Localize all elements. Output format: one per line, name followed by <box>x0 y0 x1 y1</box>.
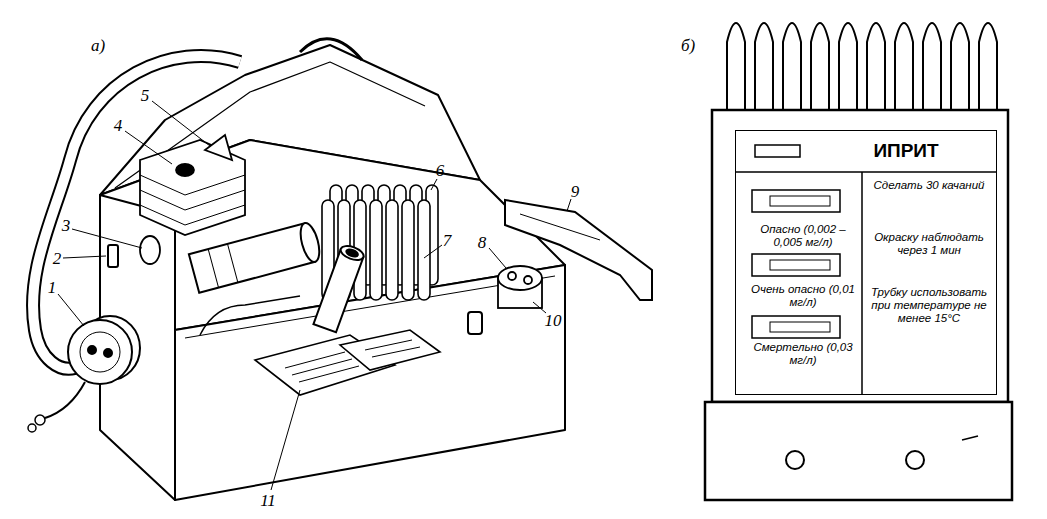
kit-box <box>100 39 565 500</box>
callout-number: 4 <box>114 117 123 134</box>
instructions-sheets <box>255 330 440 395</box>
tube-pack <box>705 23 1012 500</box>
callout-number: 8 <box>478 234 487 251</box>
pump <box>189 221 323 293</box>
callout-number: 6 <box>436 162 445 179</box>
hinge <box>108 245 118 267</box>
leader-line <box>58 101 571 490</box>
callout-number: 1 <box>48 279 57 296</box>
lid-handle <box>300 39 362 60</box>
info-card: ИПРИТ Опасно (0,002 – 0,005 мг/л) Очень оп… <box>735 130 997 395</box>
strap <box>28 56 240 432</box>
box-front <box>175 265 565 500</box>
callout-number: 7 <box>443 232 452 249</box>
instruction-note: Сделать 30 качаний <box>868 179 990 192</box>
callout-number: 9 <box>571 183 580 200</box>
partition <box>200 296 300 335</box>
callout-number: 5 <box>141 87 150 104</box>
panel-letter: а) <box>91 37 105 54</box>
callout-number: 3 <box>62 217 71 234</box>
latch <box>468 312 482 334</box>
drum <box>68 316 140 384</box>
agent-title: ИПРИТ <box>831 141 981 162</box>
heater-cylinder <box>498 266 542 308</box>
panel-letter: б) <box>681 37 695 54</box>
danger-level: Опасно (0,002 – 0,005 мг/л) <box>748 223 858 249</box>
instruction-note: Окраску наблюдать через 1 мин <box>868 231 990 257</box>
danger-level: Очень опасно (0,01 мг/л) <box>748 283 858 309</box>
callout-number: 10 <box>545 312 562 329</box>
blade <box>505 200 652 300</box>
callout-number: 2 <box>53 250 62 267</box>
danger-level: Смертельно (0,03 мг/л) <box>748 341 858 367</box>
callout-number: 11 <box>260 492 276 509</box>
instruction-note: Трубку использовать при температуре не м… <box>868 286 990 326</box>
flashlight <box>313 243 365 332</box>
